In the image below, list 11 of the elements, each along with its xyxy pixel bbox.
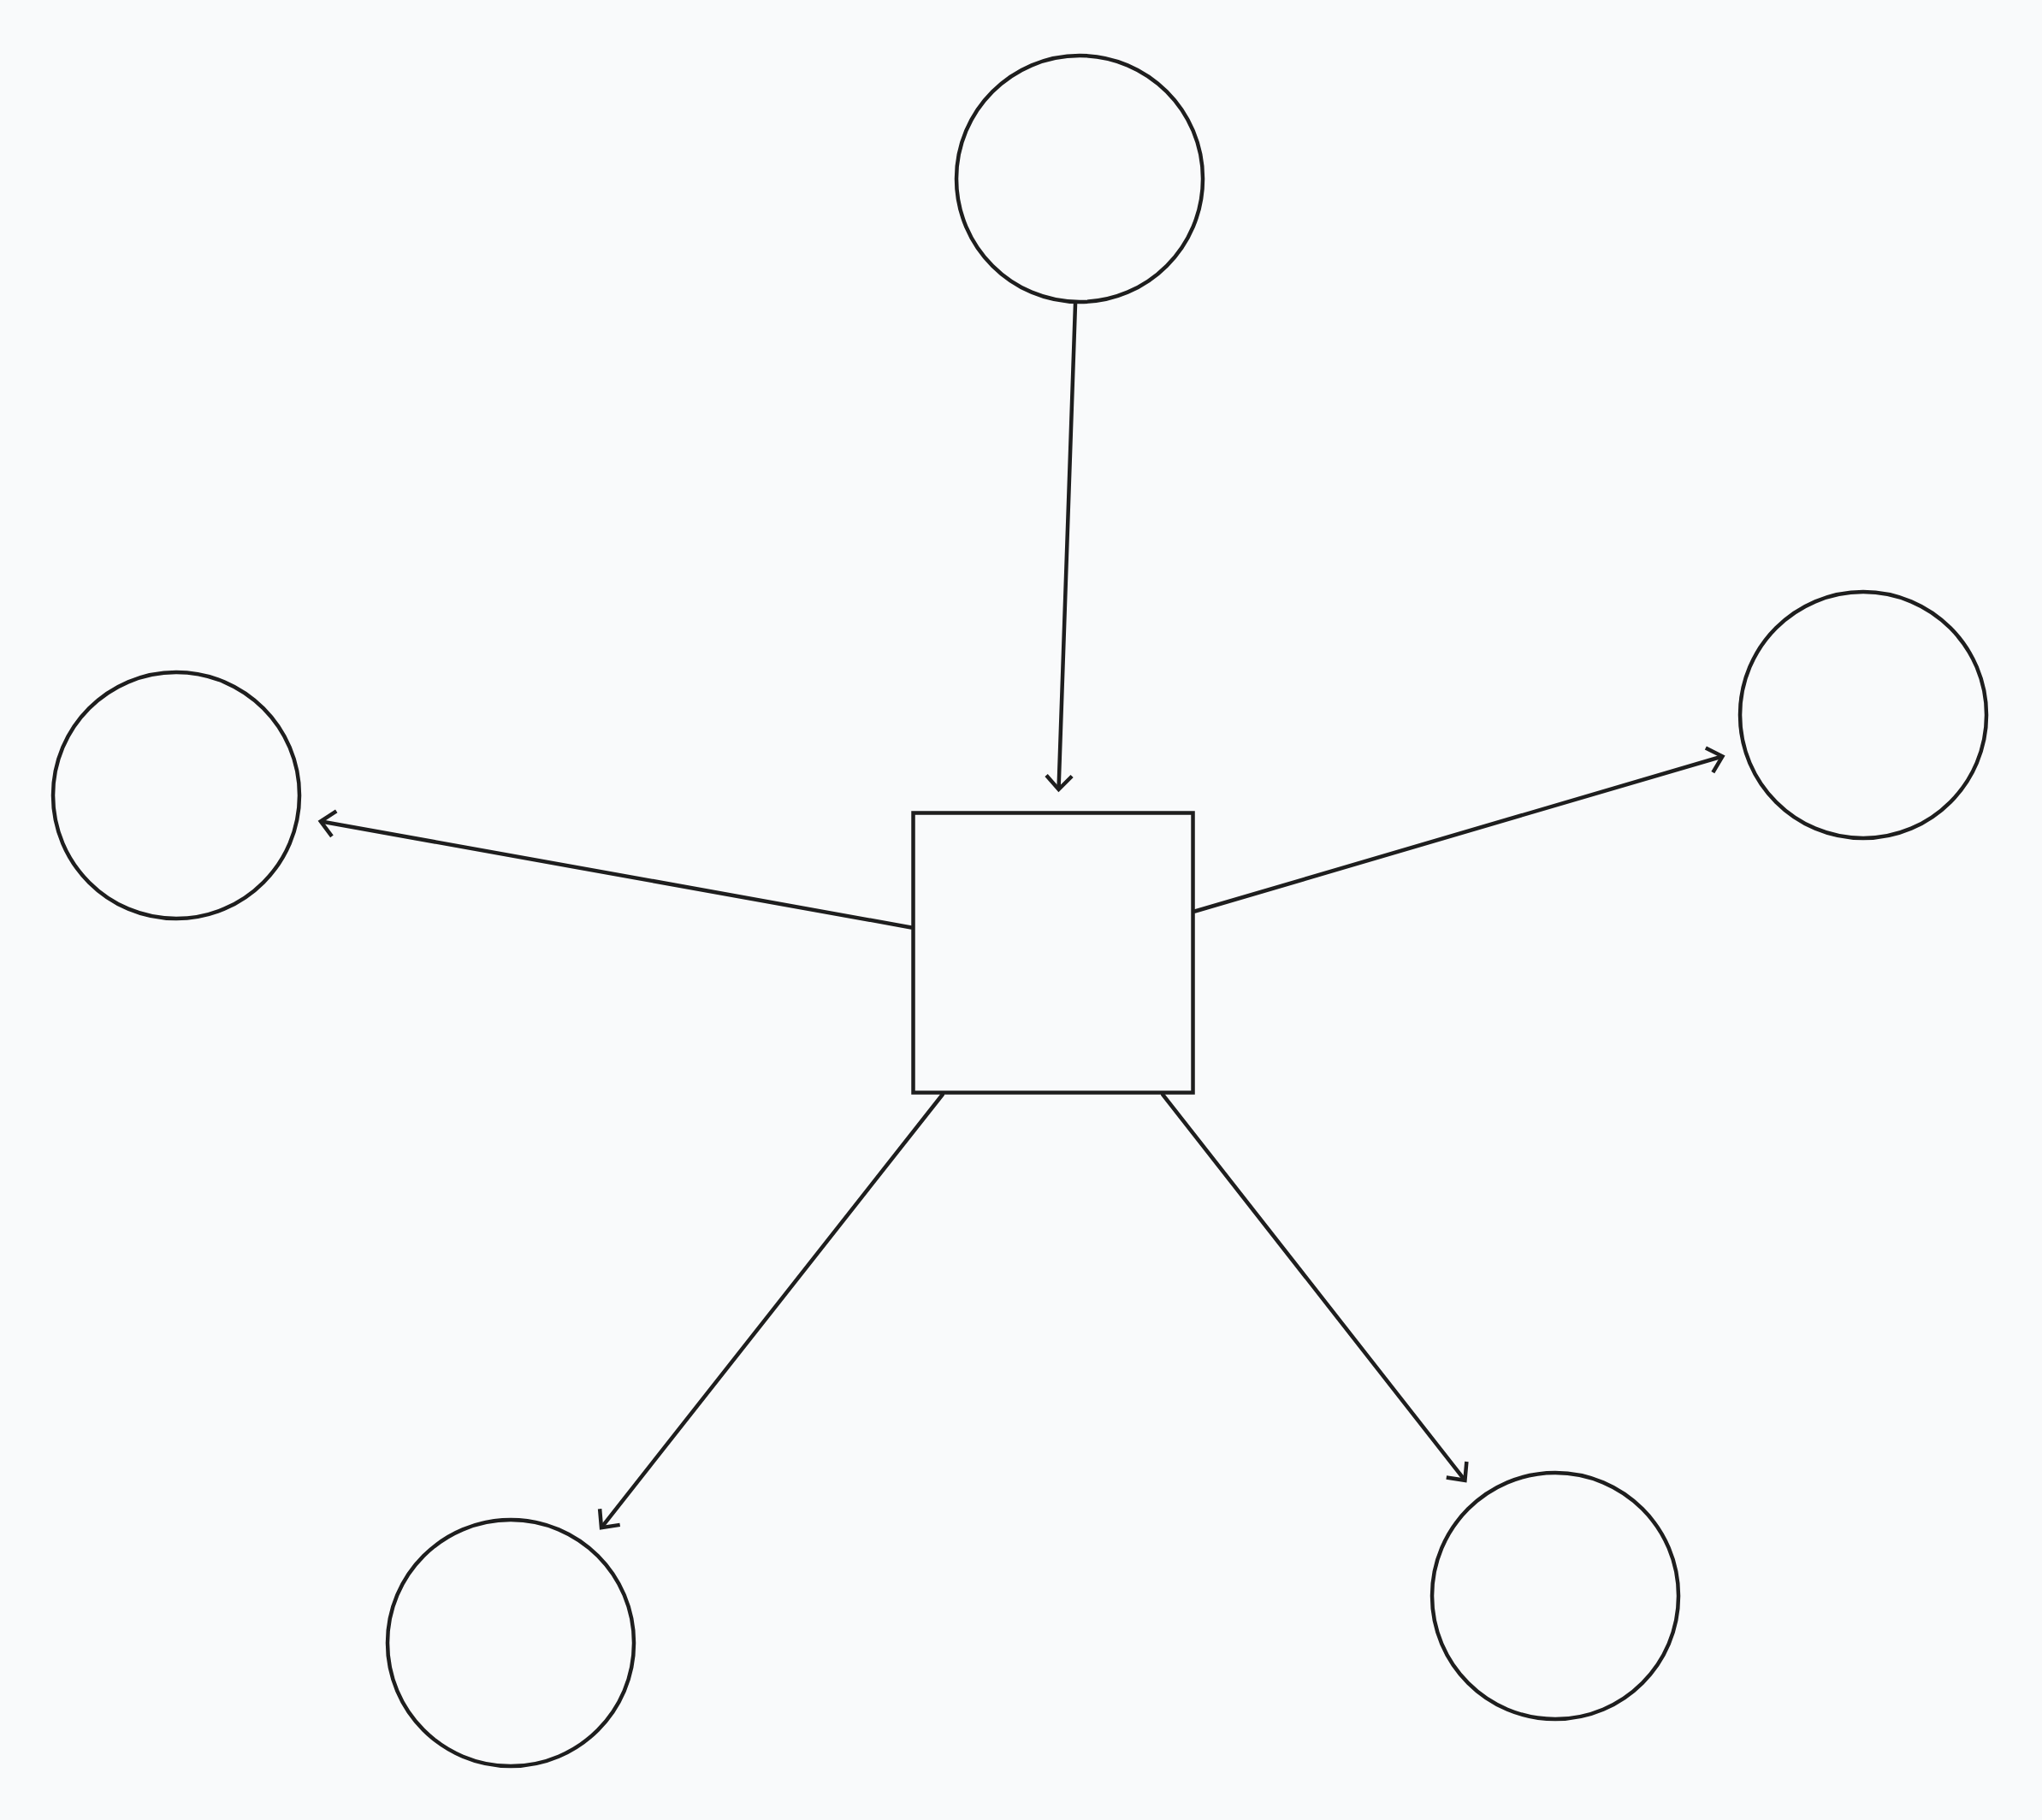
circle-node [954, 53, 1205, 304]
square-box [911, 811, 1195, 1095]
arrow [597, 1092, 944, 1530]
circle-node [1429, 1470, 1681, 1722]
arrow [1161, 1092, 1469, 1483]
arrow [1193, 746, 1725, 913]
circle-node [385, 1517, 636, 1769]
circle-node [1737, 589, 1989, 841]
arrow [317, 809, 914, 930]
circle-node [50, 670, 302, 921]
arrow [1045, 301, 1078, 793]
